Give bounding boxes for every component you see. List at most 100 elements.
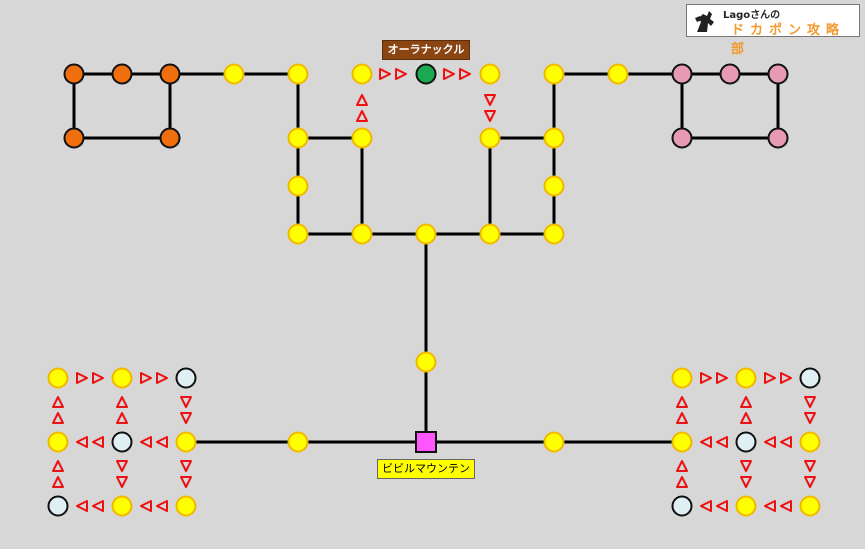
site-logo: Lagoさんの ドカポン攻略部 bbox=[686, 4, 860, 57]
yellow-space bbox=[607, 63, 629, 85]
direction-arrow-up-icon bbox=[676, 460, 688, 488]
arrow-triangle bbox=[52, 412, 64, 424]
arrow-triangle bbox=[716, 436, 728, 448]
yellow-space bbox=[223, 63, 245, 85]
direction-arrow-up-icon bbox=[676, 396, 688, 424]
pink-space bbox=[671, 127, 693, 149]
arrow-triangle bbox=[52, 396, 64, 408]
arrow-triangle bbox=[116, 396, 128, 408]
direction-arrow-left-icon bbox=[764, 436, 792, 448]
yellow-space bbox=[175, 431, 197, 453]
arrow-triangle bbox=[443, 68, 455, 80]
yellow-space bbox=[799, 495, 821, 517]
arrow-triangle bbox=[780, 372, 792, 384]
white-space bbox=[671, 495, 693, 517]
yellow-space bbox=[111, 495, 133, 517]
arrow-triangle bbox=[780, 500, 792, 512]
arrow-triangle bbox=[484, 94, 496, 106]
orange-space bbox=[63, 127, 85, 149]
pink-space bbox=[767, 63, 789, 85]
arrow-triangle bbox=[76, 436, 88, 448]
arrow-triangle bbox=[180, 460, 192, 472]
orange-space bbox=[159, 127, 181, 149]
arrow-triangle bbox=[180, 396, 192, 408]
arrow-triangle bbox=[716, 500, 728, 512]
yellow-space bbox=[799, 431, 821, 453]
direction-arrow-up-icon bbox=[52, 396, 64, 424]
arrow-triangle bbox=[76, 500, 88, 512]
yellow-space bbox=[47, 367, 69, 389]
arrow-triangle bbox=[92, 500, 104, 512]
direction-arrow-right-icon bbox=[76, 372, 104, 384]
direction-arrow-right-icon bbox=[700, 372, 728, 384]
yellow-space bbox=[479, 127, 501, 149]
yellow-space bbox=[671, 431, 693, 453]
arrow-triangle bbox=[804, 412, 816, 424]
arrow-triangle bbox=[740, 460, 752, 472]
direction-arrow-left-icon bbox=[76, 436, 104, 448]
arrow-triangle bbox=[52, 476, 64, 488]
arrow-triangle bbox=[52, 460, 64, 472]
arrow-triangle bbox=[395, 68, 407, 80]
arrow-triangle bbox=[804, 460, 816, 472]
pink-space bbox=[671, 63, 693, 85]
arrow-triangle bbox=[116, 460, 128, 472]
arrow-triangle bbox=[676, 460, 688, 472]
yellow-space bbox=[287, 63, 309, 85]
logo-owner-text: Lagoさんの bbox=[723, 10, 781, 21]
direction-arrow-down-icon bbox=[180, 396, 192, 424]
arrow-triangle bbox=[356, 110, 368, 122]
arrow-triangle bbox=[76, 372, 88, 384]
arrow-triangle bbox=[676, 396, 688, 408]
yellow-space bbox=[479, 223, 501, 245]
arrow-triangle bbox=[716, 372, 728, 384]
direction-arrow-left-icon bbox=[76, 500, 104, 512]
yellow-space bbox=[415, 351, 437, 373]
arrow-triangle bbox=[116, 412, 128, 424]
arrow-triangle bbox=[156, 372, 168, 384]
logo-title-text: ドカポン攻略部 bbox=[731, 23, 846, 57]
path-lines bbox=[72, 72, 780, 444]
white-space bbox=[47, 495, 69, 517]
board-spaces bbox=[47, 63, 821, 517]
arrow-triangle bbox=[804, 396, 816, 408]
direction-arrow-left-icon bbox=[140, 500, 168, 512]
arrow-triangle bbox=[764, 436, 776, 448]
arrow-triangle bbox=[92, 372, 104, 384]
knight-silhouette-icon bbox=[695, 11, 714, 32]
direction-arrow-right-icon bbox=[140, 372, 168, 384]
yellow-space bbox=[287, 431, 309, 453]
orange-space bbox=[63, 63, 85, 85]
direction-arrow-left-icon bbox=[700, 436, 728, 448]
yellow-space bbox=[351, 127, 373, 149]
direction-arrow-left-icon bbox=[764, 500, 792, 512]
arrow-triangle bbox=[484, 110, 496, 122]
yellow-space bbox=[287, 175, 309, 197]
arrow-triangle bbox=[356, 94, 368, 106]
direction-arrow-down-icon bbox=[804, 460, 816, 488]
yellow-space bbox=[735, 495, 757, 517]
orange-space bbox=[111, 63, 133, 85]
direction-arrows bbox=[52, 68, 816, 512]
white-space bbox=[799, 367, 821, 389]
white-space bbox=[111, 431, 133, 453]
arrow-triangle bbox=[780, 436, 792, 448]
yellow-space bbox=[287, 223, 309, 245]
arrow-triangle bbox=[676, 412, 688, 424]
arrow-triangle bbox=[116, 476, 128, 488]
orange-space bbox=[159, 63, 181, 85]
yellow-space bbox=[735, 367, 757, 389]
arrow-triangle bbox=[140, 372, 152, 384]
yellow-space bbox=[351, 63, 373, 85]
arrow-triangle bbox=[740, 476, 752, 488]
direction-arrow-down-icon bbox=[804, 396, 816, 424]
location-label-top: オーラナックル bbox=[382, 40, 470, 60]
white-space bbox=[175, 367, 197, 389]
direction-arrow-up-icon bbox=[740, 396, 752, 424]
arrow-triangle bbox=[92, 436, 104, 448]
direction-arrow-left-icon bbox=[700, 500, 728, 512]
white-space bbox=[735, 431, 757, 453]
direction-arrow-right-icon bbox=[379, 68, 407, 80]
arrow-triangle bbox=[180, 476, 192, 488]
arrow-triangle bbox=[764, 372, 776, 384]
